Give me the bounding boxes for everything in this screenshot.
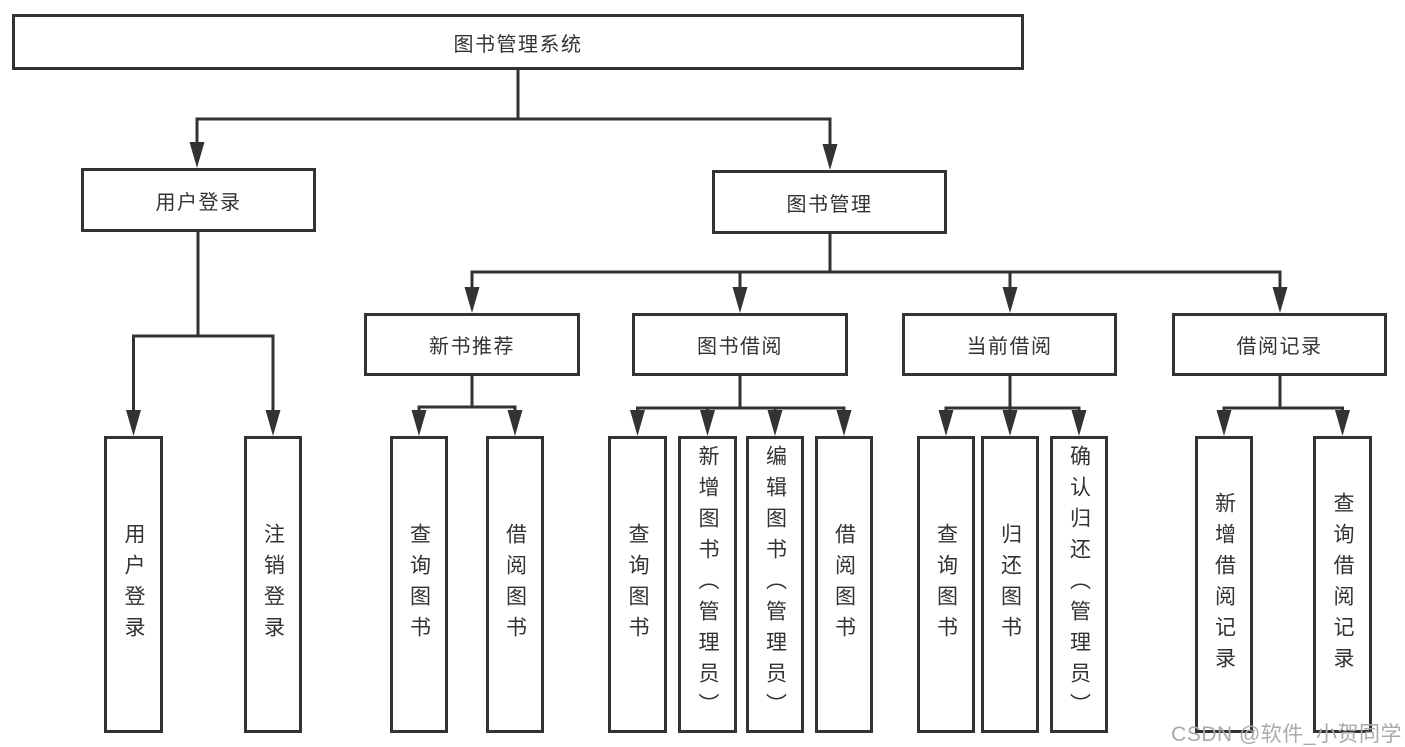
node-label: 当前借阅 <box>966 336 1053 358</box>
leaf-edit-book-admin: 编辑图书（管理员） <box>746 436 804 733</box>
node-label: 借阅图书 <box>503 522 527 647</box>
leaf-borrow-book-2: 借阅图书 <box>815 436 873 733</box>
leaf-query-borrow-record: 查询借阅记录 <box>1313 436 1372 733</box>
node-current-borrowing: 当前借阅 <box>902 313 1117 376</box>
node-label: 新书推荐 <box>429 336 515 358</box>
node-label: 图书借阅 <box>697 336 783 358</box>
leaf-borrow-book-1: 借阅图书 <box>486 436 544 733</box>
node-borrowing-record: 借阅记录 <box>1172 313 1387 376</box>
node-label: 图书管理系统 <box>453 33 583 56</box>
connector-book-mgmt-branches <box>464 232 1288 313</box>
node-book-management: 图书管理 <box>712 170 947 234</box>
node-label: 注销登录 <box>261 522 285 647</box>
leaf-add-borrow-record: 新增借阅记录 <box>1195 436 1253 733</box>
node-label: 借阅记录 <box>1236 336 1323 358</box>
node-label: 图书管理 <box>786 193 873 216</box>
connector-user-login-branches <box>126 230 281 436</box>
node-user-login: 用户登录 <box>81 168 316 232</box>
leaf-user-login: 用户登录 <box>104 436 163 733</box>
node-label: 用户登录 <box>122 522 145 647</box>
node-label: 查询图书 <box>626 522 649 647</box>
node-label: 归还图书 <box>998 522 1022 647</box>
connector-book-borrow-branches <box>630 374 852 436</box>
node-book-borrowing: 图书借阅 <box>632 313 848 376</box>
connector-borrow-record-branches <box>1216 374 1350 436</box>
node-label: 查询图书 <box>934 522 958 647</box>
leaf-query-book-1: 查询图书 <box>390 436 448 733</box>
leaf-confirm-return-admin: 确认归还（管理员） <box>1050 436 1108 733</box>
connector-new-book-rec-branches <box>411 374 523 436</box>
node-label: 借阅图书 <box>832 522 856 647</box>
node-label: 新增借阅记录 <box>1212 491 1236 678</box>
leaf-query-book-3: 查询图书 <box>917 436 975 733</box>
connector-current-borrow-branches <box>938 374 1087 436</box>
node-label: 用户登录 <box>155 191 242 214</box>
node-label: 新增图书（管理员） <box>696 445 719 724</box>
node-new-book-recommendation: 新书推荐 <box>364 313 580 376</box>
csdn-watermark: CSDN @软件_小贺同学 <box>1171 723 1402 746</box>
leaf-return-book: 归还图书 <box>981 436 1039 733</box>
node-label: 查询借阅记录 <box>1331 491 1354 678</box>
node-label: 查询图书 <box>407 522 431 647</box>
connector-root-branches <box>189 68 838 170</box>
leaf-query-book-2: 查询图书 <box>608 436 667 733</box>
leaf-add-book-admin: 新增图书（管理员） <box>678 436 737 733</box>
node-label: 确认归还（管理员） <box>1067 445 1091 724</box>
node-label: 编辑图书（管理员） <box>763 445 787 724</box>
leaf-logout: 注销登录 <box>244 436 302 733</box>
node-root-system: 图书管理系统 <box>12 14 1024 70</box>
